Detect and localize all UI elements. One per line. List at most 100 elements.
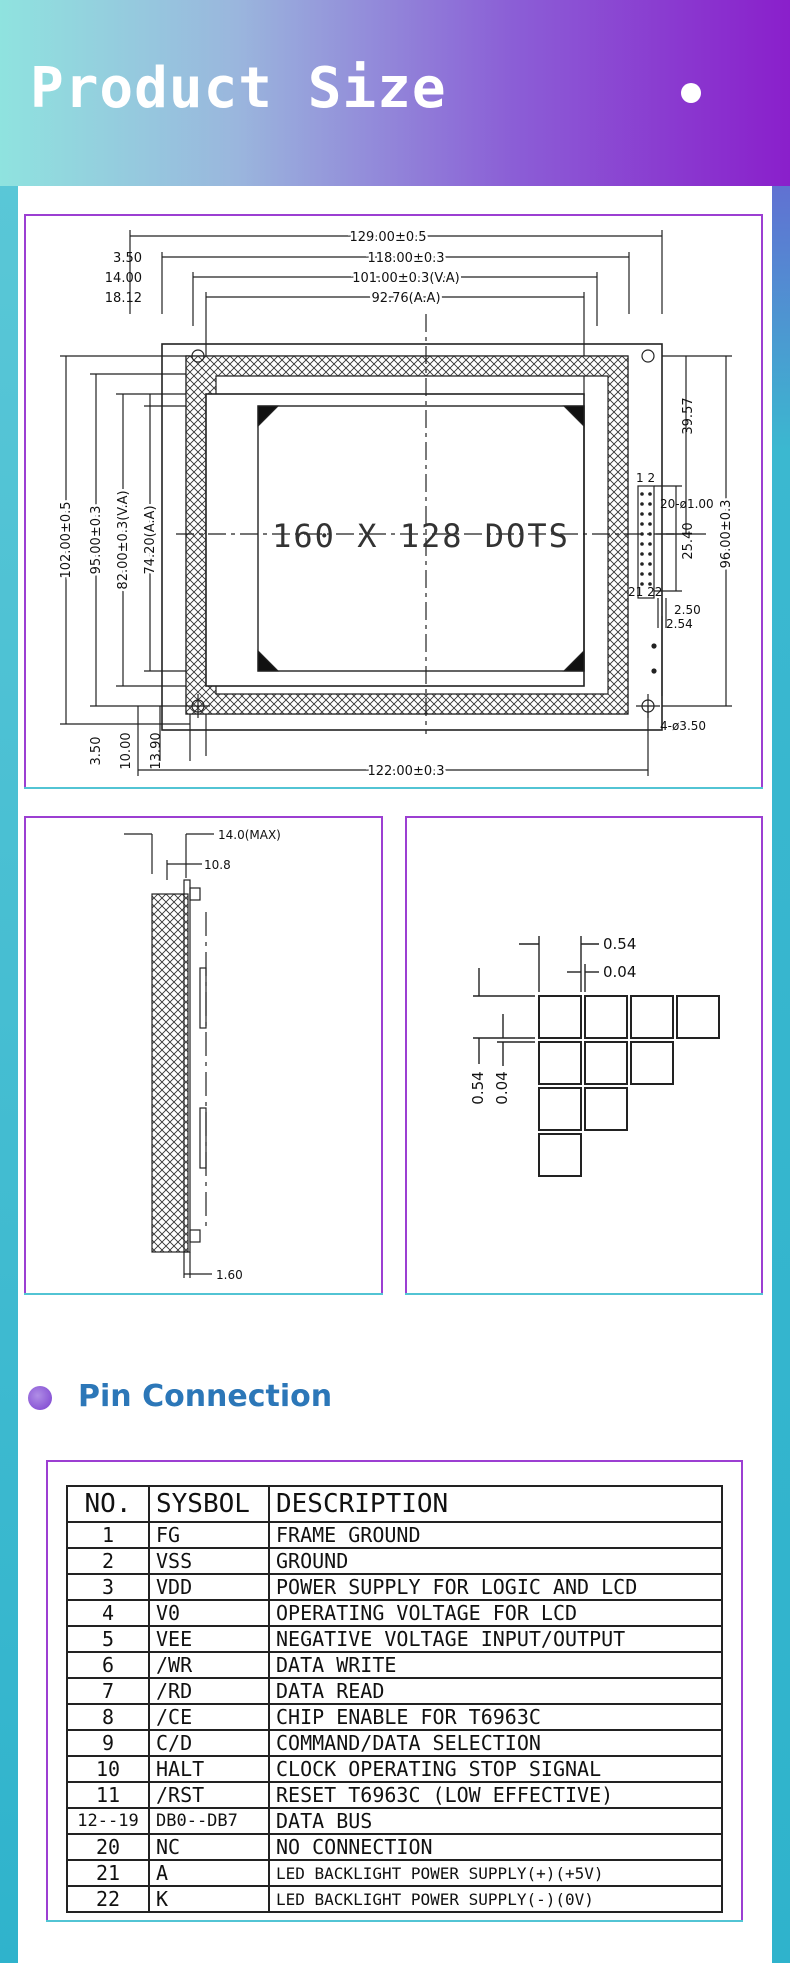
pixel-detail-diagram: 0.54 0.04 0.54 0.04: [469, 935, 720, 1177]
side-view-diagram: 14.0(MAX) 10.8 1.60: [124, 828, 281, 1282]
pixel-dim-top-004: 0.04: [603, 963, 636, 981]
pin-symbol: VDD: [148, 1573, 270, 1601]
dim-right-96: 96.00±0.3: [719, 500, 734, 569]
pin-symbol: /RD: [148, 1677, 270, 1705]
display-resolution-label: 160 X 128 DOTS: [272, 517, 570, 555]
dim-right-250: 2.50: [674, 603, 701, 617]
pin-no: 10: [66, 1755, 150, 1783]
page-title: Product Size: [30, 56, 447, 121]
pin-connection-title: Pin Connection: [78, 1379, 333, 1414]
pin-no: 6: [66, 1651, 150, 1679]
pin-description: CLOCK OPERATING STOP SIGNAL: [268, 1755, 723, 1783]
pin-symbol: A: [148, 1859, 270, 1887]
pin-description: LED BACKLIGHT POWER SUPPLY(+)(+5V): [268, 1859, 723, 1887]
dim-right-254: 2.54: [666, 617, 693, 631]
dim-left-4: 74.20(A.A): [143, 505, 158, 574]
pin-description: FRAME GROUND: [268, 1521, 723, 1549]
pin-symbol: FG: [148, 1521, 270, 1549]
pin-description: POWER SUPPLY FOR LOGIC AND LCD: [268, 1573, 723, 1601]
pin-symbol: K: [148, 1885, 270, 1913]
front-view-panel: 129.00±0.5 118.00±0.3 101.00±0.3(V.A) 92…: [24, 214, 763, 789]
pixel-dim-left-054: 0.54: [469, 1071, 487, 1104]
pin-no: 2: [66, 1547, 150, 1575]
col-header-description: DESCRIPTION: [268, 1485, 723, 1523]
pin-no: 21: [66, 1859, 150, 1887]
pin-description: DATA BUS: [268, 1807, 723, 1835]
pin-no: 5: [66, 1625, 150, 1653]
pin-description: DATA READ: [268, 1677, 723, 1705]
pin-no: 22: [66, 1885, 150, 1913]
pin-symbol: DB0--DB7: [148, 1807, 270, 1835]
dim-top-left-2: 14.00: [105, 271, 142, 286]
dim-left-1: 102.00±0.5: [59, 501, 74, 578]
dim-bottom: 122.00±0.3: [367, 764, 444, 779]
pin-description: CHIP ENABLE FOR T6963C: [268, 1703, 723, 1731]
pixel-dim-left-004: 0.04: [493, 1071, 511, 1104]
pin-label-bottom: 21 22: [628, 585, 662, 599]
pin-no: 4: [66, 1599, 150, 1627]
dim-right-25: 25.40: [681, 522, 696, 559]
pin-description: GROUND: [268, 1547, 723, 1575]
pin-no: 7: [66, 1677, 150, 1705]
pin-description: LED BACKLIGHT POWER SUPPLY(-)(0V): [268, 1885, 723, 1913]
header-banner: Product Size: [0, 0, 790, 186]
pin-symbol: V0: [148, 1599, 270, 1627]
pin-description: NO CONNECTION: [268, 1833, 723, 1861]
front-view-diagram: 129.00±0.5 118.00±0.3 101.00±0.3(V.A) 92…: [57, 228, 737, 782]
pin-symbol: NC: [148, 1833, 270, 1861]
pin-symbol: /RST: [148, 1781, 270, 1809]
pin-no: 1: [66, 1521, 150, 1549]
left-side-bar: [0, 0, 18, 1963]
dim-top-4: 92.76(A.A): [371, 291, 440, 306]
pin-symbol: C/D: [148, 1729, 270, 1757]
dim-left-2: 95.00±0.3: [89, 506, 104, 575]
pin-symbol: VEE: [148, 1625, 270, 1653]
section-bullet-dot: [28, 1386, 52, 1410]
dim-top-1: 129.00±0.5: [349, 230, 426, 245]
pin-no: 8: [66, 1703, 150, 1731]
side-view-panel: 14.0(MAX) 10.8 1.60: [24, 816, 383, 1295]
dim-top-2: 118.00±0.3: [367, 251, 444, 266]
side-dim-160: 1.60: [216, 1268, 243, 1282]
pin-no: 20: [66, 1833, 150, 1861]
pin-symbol: /WR: [148, 1651, 270, 1679]
pin-header: [640, 492, 652, 586]
dim-mount-holes: 4-ø3.50: [660, 719, 706, 733]
pin-symbol: HALT: [148, 1755, 270, 1783]
side-dim-max: 14.0(MAX): [218, 828, 281, 842]
pin-description: OPERATING VOLTAGE FOR LCD: [268, 1599, 723, 1627]
col-header-symbol: SYSBOL: [148, 1485, 270, 1523]
dim-bottom-left-3: 13.90: [149, 732, 164, 769]
pin-no: 11: [66, 1781, 150, 1809]
pin-symbol: /CE: [148, 1703, 270, 1731]
dim-right-39: 39.57: [681, 397, 696, 434]
pin-no: 12--19: [66, 1807, 150, 1835]
pixel-dim-top-054: 0.54: [603, 935, 636, 953]
pin-no: 3: [66, 1573, 150, 1601]
dim-bottom-left-2: 10.00: [119, 732, 134, 769]
pin-symbol: VSS: [148, 1547, 270, 1575]
pin-description: RESET T6963C (LOW EFFECTIVE): [268, 1781, 723, 1809]
pin-label-top: 1 2: [636, 471, 655, 485]
dim-bottom-left-1: 3.50: [89, 737, 104, 766]
pin-description: NEGATIVE VOLTAGE INPUT/OUTPUT: [268, 1625, 723, 1653]
dim-right-hole: 20-ø1.00: [660, 497, 714, 511]
dim-top-left-1: 3.50: [113, 251, 142, 266]
table-header-row: NO. SYSBOL DESCRIPTION: [66, 1485, 723, 1523]
side-dim-108: 10.8: [204, 858, 231, 872]
